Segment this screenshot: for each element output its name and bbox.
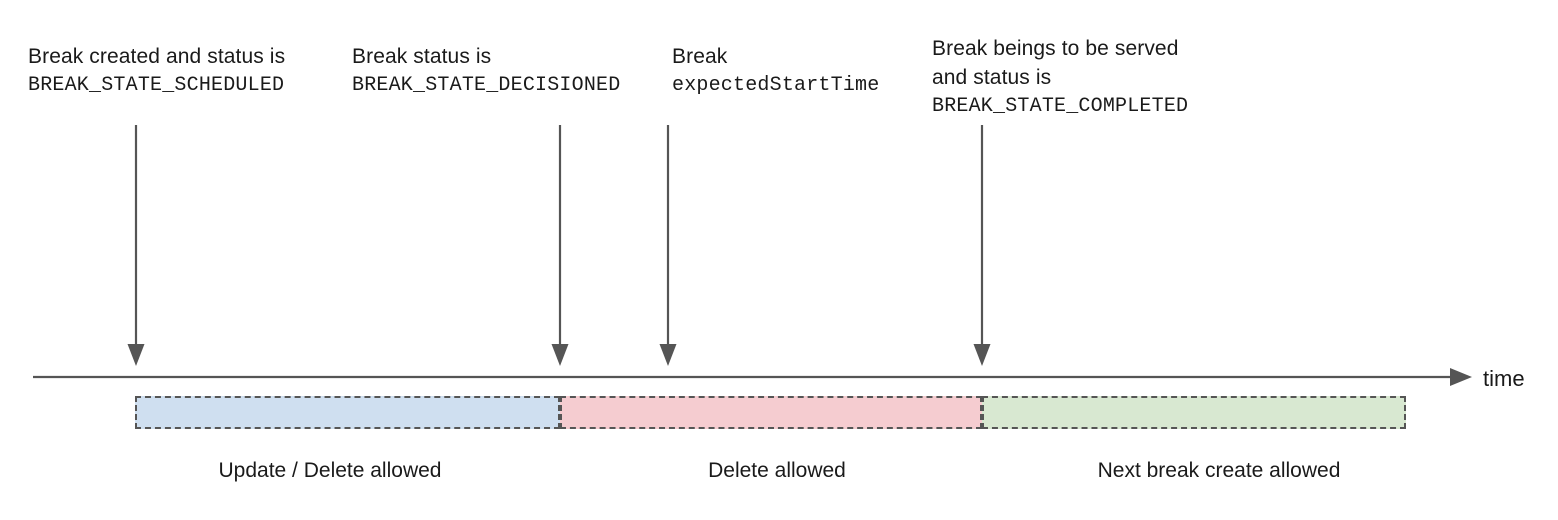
phase-caption-update-delete: Update / Delete allowed: [218, 459, 442, 482]
annotation-decisioned: Break status is BREAK_STATE_DECISIONED: [352, 42, 620, 100]
arrow-down-icon-completed: [973, 125, 991, 366]
phase-bar-update-delete: [135, 396, 560, 429]
phase-caption-next-break-create: Next break create allowed: [1097, 459, 1341, 482]
phase-caption-delete-only: Delete allowed: [708, 459, 846, 482]
annotation-line: Break created and status is: [28, 45, 286, 68]
arrow-down-icon-decisioned: [551, 125, 569, 366]
arrow-down-icon-expected-start-time: [659, 125, 677, 366]
annotation-state-constant: BREAK_STATE_SCHEDULED: [28, 74, 285, 97]
annotation-completed: Break beings to be served and status is …: [932, 34, 1188, 121]
phase-bar-next-break-create: [982, 396, 1406, 429]
time-axis: [33, 368, 1472, 386]
annotation-field-name: expectedStartTime: [672, 74, 880, 97]
time-axis-label: time: [1483, 366, 1525, 391]
annotation-line: and status is: [932, 66, 1052, 89]
annotation-state-constant: BREAK_STATE_DECISIONED: [352, 74, 621, 97]
annotation-line: Break beings to be served: [932, 37, 1179, 60]
arrow-down-icon-scheduled: [127, 125, 145, 366]
annotation-scheduled: Break created and status is BREAK_STATE_…: [28, 42, 285, 100]
phase-bar-delete-only: [560, 396, 982, 429]
annotation-state-constant: BREAK_STATE_COMPLETED: [932, 95, 1189, 118]
annotation-line: Break status is: [352, 45, 492, 68]
annotation-expected-start-time: Break expectedStartTime: [672, 42, 879, 100]
annotation-line: Break: [672, 45, 728, 68]
